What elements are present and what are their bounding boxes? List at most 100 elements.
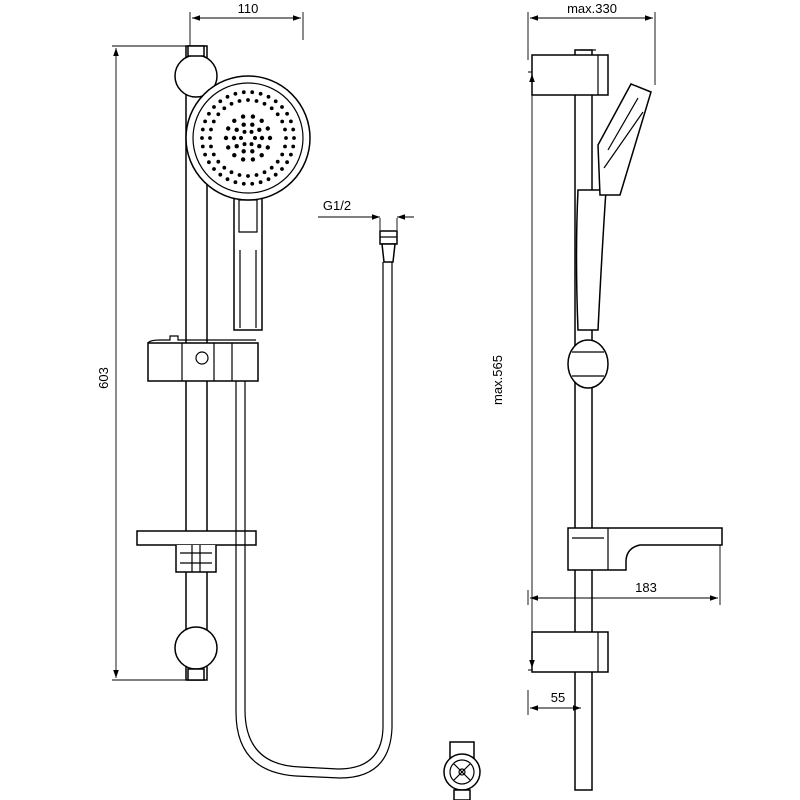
- nozzle-dot: [250, 157, 256, 162]
- nozzle-dot: [209, 144, 213, 149]
- nozzle-dot: [280, 152, 285, 157]
- dim-thread: G1/2: [323, 198, 351, 213]
- nozzle-dot: [291, 144, 296, 149]
- nozzle-dot: [225, 177, 230, 182]
- nozzle-dot: [200, 127, 205, 132]
- dim-overall-height: 603: [96, 367, 111, 389]
- nozzle-dot: [233, 180, 238, 185]
- hand-shower-head: [185, 75, 311, 331]
- nozzle-dot: [254, 99, 259, 103]
- nozzle-dot: [200, 144, 205, 149]
- nozzle-dot: [226, 145, 231, 150]
- nozzle-dot: [284, 136, 288, 140]
- nozzle-dot: [258, 180, 263, 185]
- nozzle-dot: [239, 136, 243, 140]
- nozzle-dot: [283, 144, 287, 149]
- nozzle-dot: [262, 101, 267, 106]
- nozzle-dot: [265, 126, 270, 131]
- nozzle-dot: [280, 167, 284, 171]
- nozzle-dot: [280, 119, 285, 124]
- nozzle-dot: [216, 159, 221, 164]
- nozzle-dot: [275, 159, 280, 164]
- nozzle-dot: [262, 170, 267, 175]
- nozzle-dot: [292, 136, 296, 140]
- nozzle-dot: [246, 174, 250, 178]
- nozzle-dot: [216, 112, 221, 117]
- nozzle-dot: [234, 127, 239, 132]
- nozzle-dot: [285, 111, 289, 116]
- nozzle-dot: [232, 118, 237, 124]
- nozzle-dot: [267, 135, 273, 141]
- nozzle-dot: [203, 119, 208, 124]
- nozzle-dot: [225, 94, 230, 99]
- nozzle-dot: [241, 90, 246, 95]
- nozzle-dot: [250, 149, 255, 154]
- nozzle-dot: [283, 127, 287, 132]
- nozzle-dot: [208, 136, 212, 140]
- nozzle-dot: [232, 153, 237, 158]
- nozzle-dot: [229, 101, 234, 106]
- shower-rail-side-view: [527, 12, 723, 791]
- nozzle-dot: [203, 152, 208, 157]
- nozzle-dot: [207, 111, 211, 116]
- nozzle-dot: [218, 172, 223, 177]
- nozzle-dot: [234, 144, 239, 149]
- nozzle-dot: [250, 90, 255, 95]
- nozzle-dot: [254, 173, 259, 177]
- nozzle-dot: [246, 98, 250, 102]
- nozzle-dot: [269, 165, 274, 170]
- dim-side-height: max.565: [490, 355, 505, 405]
- nozzle-dot: [222, 106, 227, 111]
- dim-wall-offset: 55: [551, 690, 565, 705]
- dim-side-projection: max.330: [567, 1, 617, 16]
- nozzle-dot: [212, 167, 216, 171]
- nozzle-dot: [259, 118, 264, 124]
- nozzle-dot: [250, 114, 256, 119]
- nozzle-dot: [265, 145, 270, 150]
- nozzle-dot: [209, 127, 213, 132]
- nozzle-dot: [218, 99, 223, 104]
- nozzle-dot: [237, 173, 242, 177]
- nozzle-dot: [280, 105, 284, 109]
- nozzle-dot: [253, 136, 257, 140]
- nozzle-dot: [289, 119, 293, 124]
- nozzle-dot: [241, 122, 246, 127]
- nozzle-dot: [259, 135, 265, 141]
- nozzle-dot: [250, 181, 255, 186]
- nozzle-dot: [250, 122, 255, 127]
- wall-outlet-elbow: [443, 741, 481, 800]
- nozzle-dot: [237, 99, 242, 103]
- nozzle-dot: [242, 142, 247, 147]
- nozzle-dot: [259, 153, 264, 158]
- nozzle-dot: [211, 119, 216, 124]
- nozzle-dot: [226, 126, 231, 131]
- nozzle-dot: [240, 157, 246, 162]
- nozzle-dot: [249, 129, 254, 134]
- nozzle-dot: [249, 142, 254, 147]
- nozzle-dot: [266, 177, 271, 182]
- nozzle-dot: [258, 91, 263, 96]
- nozzle-dot: [211, 152, 216, 157]
- nozzle-dot: [273, 99, 278, 104]
- nozzle-dot: [257, 127, 262, 132]
- nozzle-dot: [275, 112, 280, 117]
- nozzle-dot: [231, 135, 237, 141]
- spray-nozzles: [200, 90, 296, 186]
- nozzle-dot: [207, 160, 211, 165]
- nozzle-dot: [223, 135, 229, 141]
- shower-hose: [235, 262, 393, 779]
- nozzle-dot: [269, 106, 274, 111]
- shower-rail-front-view: [112, 12, 304, 681]
- nozzle-dot: [273, 172, 278, 177]
- nozzle-dot: [242, 129, 247, 134]
- nozzle-dot: [291, 127, 296, 132]
- nozzle-dot: [222, 165, 227, 170]
- nozzle-dot: [285, 160, 289, 165]
- nozzle-dot: [240, 114, 246, 119]
- nozzle-dot: [257, 144, 262, 149]
- dim-front-width: 110: [238, 1, 259, 16]
- nozzle-dot: [289, 152, 293, 157]
- nozzle-dot: [233, 91, 238, 96]
- nozzle-dot: [200, 136, 204, 140]
